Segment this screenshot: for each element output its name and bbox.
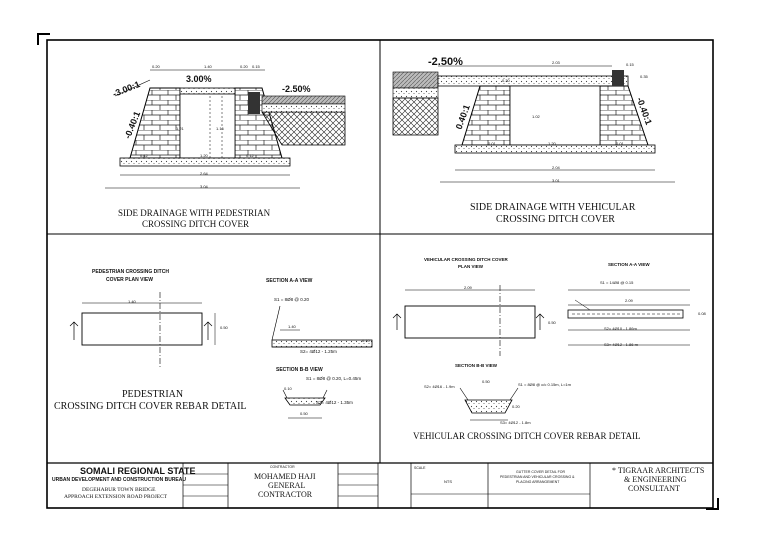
panel-title: VEHICULAR CROSSING DITCH COVER REBAR DET… [413,431,641,441]
dimension: 1.02 [532,114,540,119]
dimension: 0.01 [488,141,496,146]
dimension: 1.21 [176,126,184,131]
project-name: APPROACH EXTENSION ROAD PROJECT [64,494,168,500]
dimension: 0.30 [502,78,510,83]
panel-title: CROSSING DITCH COVER [496,214,615,225]
contractor-name: CONTRACTOR [258,490,313,499]
dimension: 0.20 [240,64,248,69]
dimension: 3.01 [552,178,560,183]
rebar-note: S1 = 8Ø8 @ c/c 0.15m, L=1m [518,382,571,387]
dimension: 0.15 [252,64,260,69]
dimension: 0.50 [220,325,228,330]
dimension: 3.04 [200,184,208,189]
dimension: 0.10 [362,338,370,343]
dimension: 1.40 [288,324,296,329]
rebar-note: S1 = 8Ø8 @ 0.20 [274,297,309,302]
dimension: 0.50 [548,320,556,325]
dimension: 1.20 [548,141,556,146]
panel-title: CROSSING DITCH COVER REBAR DETAIL [54,401,247,412]
section-a-a-pedestrian [271,305,373,348]
section-pedestrian-drainage [105,69,346,189]
dimension: 1.20 [200,153,208,158]
title-block [182,463,591,508]
section-b-b-pedestrian [282,389,328,419]
slope-label: 3.00% [186,74,212,84]
panel-title: CROSSING DITCH COVER [142,219,250,229]
corner-mark-bottom-right [706,498,719,510]
plan-title: COVER PLAN VIEW [106,277,153,283]
section-title: SECTION A-A VIEW [266,278,313,284]
panel-title: SIDE DRAINAGE WITH PEDESTRIAN [118,208,271,218]
dimension: 1.16 [216,126,224,131]
contractor-name: MOHAMED HAJI [254,472,316,481]
dimension: 1.40 [204,64,212,69]
drawing-title: PLACING ARRANGEMENT [516,480,560,484]
dimension: 2.03 [552,60,560,65]
rebar-note: S2= 4Ø10 - 1.86m [604,326,637,331]
corner-mark-top-left [37,33,50,45]
org-name: SOMALI REGIONAL STATE [80,466,196,476]
drawing-title: PEDESTRIAN AND VEHICULAR CROSSING & [500,475,575,479]
panel-title: PEDESTRIAN [122,389,184,400]
dimension: 2.04 [552,165,560,170]
rebar-note: S3= 4Ø12 - 1.86 m [604,342,638,347]
dimension: 0.08 [698,311,706,316]
consultant-name: * TIGRAAR ARCHITECTS [612,466,705,475]
plan-pedestrian-cover [69,292,216,368]
slope-label: -2.50% [428,56,463,68]
rebar-note: S2= 4Ø12 - 1.35m [316,400,353,405]
plan-title: PLAN VIEW [458,264,484,269]
drawing-title: GUTTER COVER DETAIL FOR [516,470,566,474]
bureau-name: URBAN DEVELOPMENT AND CONSTRUCTION BUREA… [52,477,186,483]
section-b-b-vehicular [459,387,519,421]
rebar-note: S2= 4Ø12 - 1.25m [300,349,337,354]
dimension: 0.10 [284,386,292,391]
dimension: 0.12 [140,153,148,158]
consultant-name: CONSULTANT [628,484,680,493]
section-title: SECTION B-B VIEW [276,367,323,373]
section-vehicular-drainage [392,65,675,183]
rebar-note: S3= 4Ø12 - 1.8m [500,420,531,425]
dimension: 2.64 [200,171,208,176]
scale-value: NTS [444,479,452,484]
dimension: 0.50 [482,379,490,384]
section-title: SECTION B-B VIEW [455,363,498,368]
section-title: SECTION A-A VIEW [608,262,650,267]
plan-title: PEDESTRIAN CROSSING DITCH [92,269,169,275]
dimension: 1.40 [128,299,136,304]
contractor-label: CONTRACTOR [270,465,295,469]
dimension: 2.09 [464,285,472,290]
rebar-note: S1 = 8Ø8 @ 0.20, L=0.45m [306,376,362,381]
rebar-note: S2= 4Ø16 - 1.9m [424,384,455,389]
section-a-a-vehicular [567,289,690,346]
slope-label: -2.50% [282,84,311,94]
dimension: 0.12 [246,153,254,158]
panel-title: SIDE DRAINAGE WITH VEHICULAR [470,202,636,213]
plan-vehicular-cover [392,285,545,356]
dimension: 2.09 [625,298,633,303]
plan-title: VEHICULAR CROSSING DITCH COVER [424,257,508,262]
consultant-name: & ENGINEERING [624,475,687,484]
dimension: 0.20 [152,64,160,69]
dimension: 0.01 [616,141,624,146]
dimension: 0.15 [626,62,634,67]
dimension: 0.50 [300,411,308,416]
rebar-note: S1 = 14Ø8 @ 0.15 [600,280,634,285]
scale-label: SCALE [414,466,426,470]
contractor-name: GENERAL [268,481,306,490]
dimension: 0.35 [640,74,648,79]
dimension: 0.20 [512,404,520,409]
project-name: DEGEHABUR TOWN BRIDGE [82,487,156,493]
